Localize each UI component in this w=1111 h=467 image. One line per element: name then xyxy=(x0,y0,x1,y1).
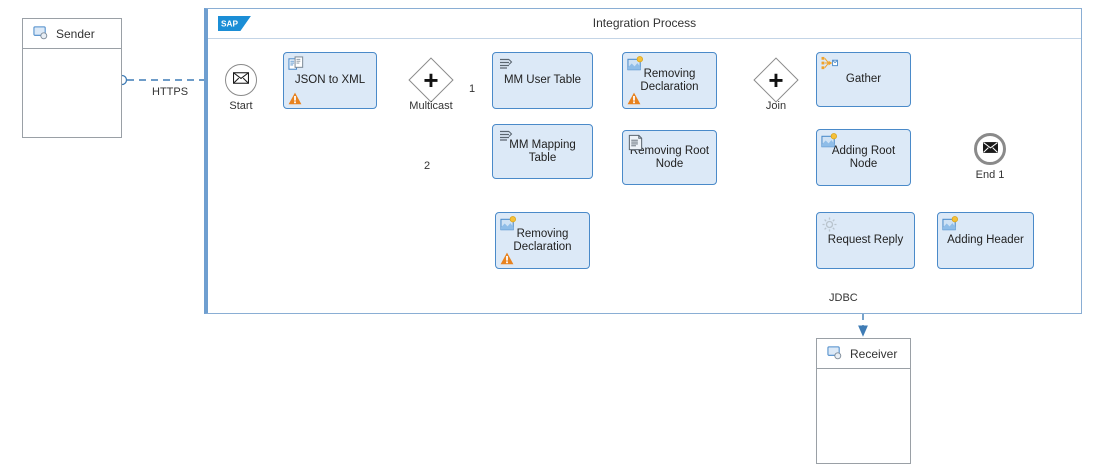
task-label: Request Reply xyxy=(827,234,904,246)
start-event-label: Start xyxy=(229,100,253,112)
warning-icon xyxy=(288,92,302,105)
xslt-mapping-icon xyxy=(500,216,517,233)
task-mm-mapping-table[interactable]: MM Mapping Table xyxy=(492,124,593,179)
edge-label-https: HTTPS xyxy=(152,86,189,98)
task-removing-declaration-bottom[interactable]: Removing Declaration xyxy=(495,212,590,269)
gateway-multicast-label: Multicast xyxy=(409,100,453,112)
task-adding-root-node[interactable]: Adding Root Node xyxy=(816,129,911,186)
participant-header-sender: Sender xyxy=(23,19,121,49)
participant-icon xyxy=(33,25,48,43)
gateway-join-label: Join xyxy=(765,100,787,112)
task-label: Removing Declaration xyxy=(513,227,572,253)
svg-text:SAP: SAP xyxy=(221,20,238,29)
task-removing-root-node[interactable]: Removing Root Node xyxy=(622,130,717,185)
task-removing-declaration-top[interactable]: Removing Declaration xyxy=(622,52,717,109)
participant-pool-receiver[interactable]: Receiver xyxy=(816,338,911,464)
xslt-mapping-icon xyxy=(821,133,838,150)
gear-icon xyxy=(821,216,838,233)
task-adding-header[interactable]: Adding Header xyxy=(937,212,1034,269)
task-label: Removing Root Node xyxy=(629,144,710,170)
task-gather[interactable]: Gather xyxy=(816,52,911,107)
gateway-plus-symbol: + xyxy=(768,65,784,95)
end-event[interactable] xyxy=(974,133,1006,165)
message-mapping-icon xyxy=(497,128,514,145)
xslt-mapping-icon xyxy=(627,56,644,73)
task-label: Gather xyxy=(845,73,882,85)
task-label: Removing Declaration xyxy=(640,67,699,93)
task-mm-user-table[interactable]: MM User Table xyxy=(492,52,593,109)
message-mapping-icon xyxy=(497,56,514,73)
edge-label-jdbc: JDBC xyxy=(829,292,858,304)
edge-label-branch-2: 2 xyxy=(424,160,431,172)
converter-icon xyxy=(288,56,305,73)
integration-process-header: SAP Integration Process xyxy=(208,9,1081,39)
participant-header-receiver: Receiver xyxy=(817,339,910,369)
start-event[interactable] xyxy=(225,64,257,96)
participant-pool-sender[interactable]: Sender xyxy=(22,18,122,138)
warning-icon xyxy=(500,252,514,265)
script-icon xyxy=(627,134,644,151)
gateway-plus-symbol: + xyxy=(423,65,439,95)
task-label: JSON to XML xyxy=(294,74,366,86)
participant-label-receiver: Receiver xyxy=(850,346,898,361)
edge-label-branch-1: 1 xyxy=(469,83,476,95)
xslt-mapping-icon xyxy=(942,216,959,233)
sap-logo-icon: SAP xyxy=(218,16,254,31)
task-label: Adding Root Node xyxy=(831,144,896,170)
task-label: MM User Table xyxy=(503,74,582,86)
participant-label-sender: Sender xyxy=(56,26,95,41)
task-label: MM Mapping Table xyxy=(509,138,576,164)
task-label: Adding Header xyxy=(947,234,1024,246)
page-title: Integration Process xyxy=(592,16,697,30)
task-request-reply[interactable]: Request Reply xyxy=(816,212,915,269)
task-json-to-xml[interactable]: JSON to XML xyxy=(283,52,377,109)
message-envelope-icon xyxy=(233,71,249,89)
end-event-label: End 1 xyxy=(975,169,1005,181)
gather-icon xyxy=(821,56,838,73)
warning-icon xyxy=(627,92,641,105)
participant-icon xyxy=(827,345,842,363)
message-envelope-icon xyxy=(982,140,998,158)
